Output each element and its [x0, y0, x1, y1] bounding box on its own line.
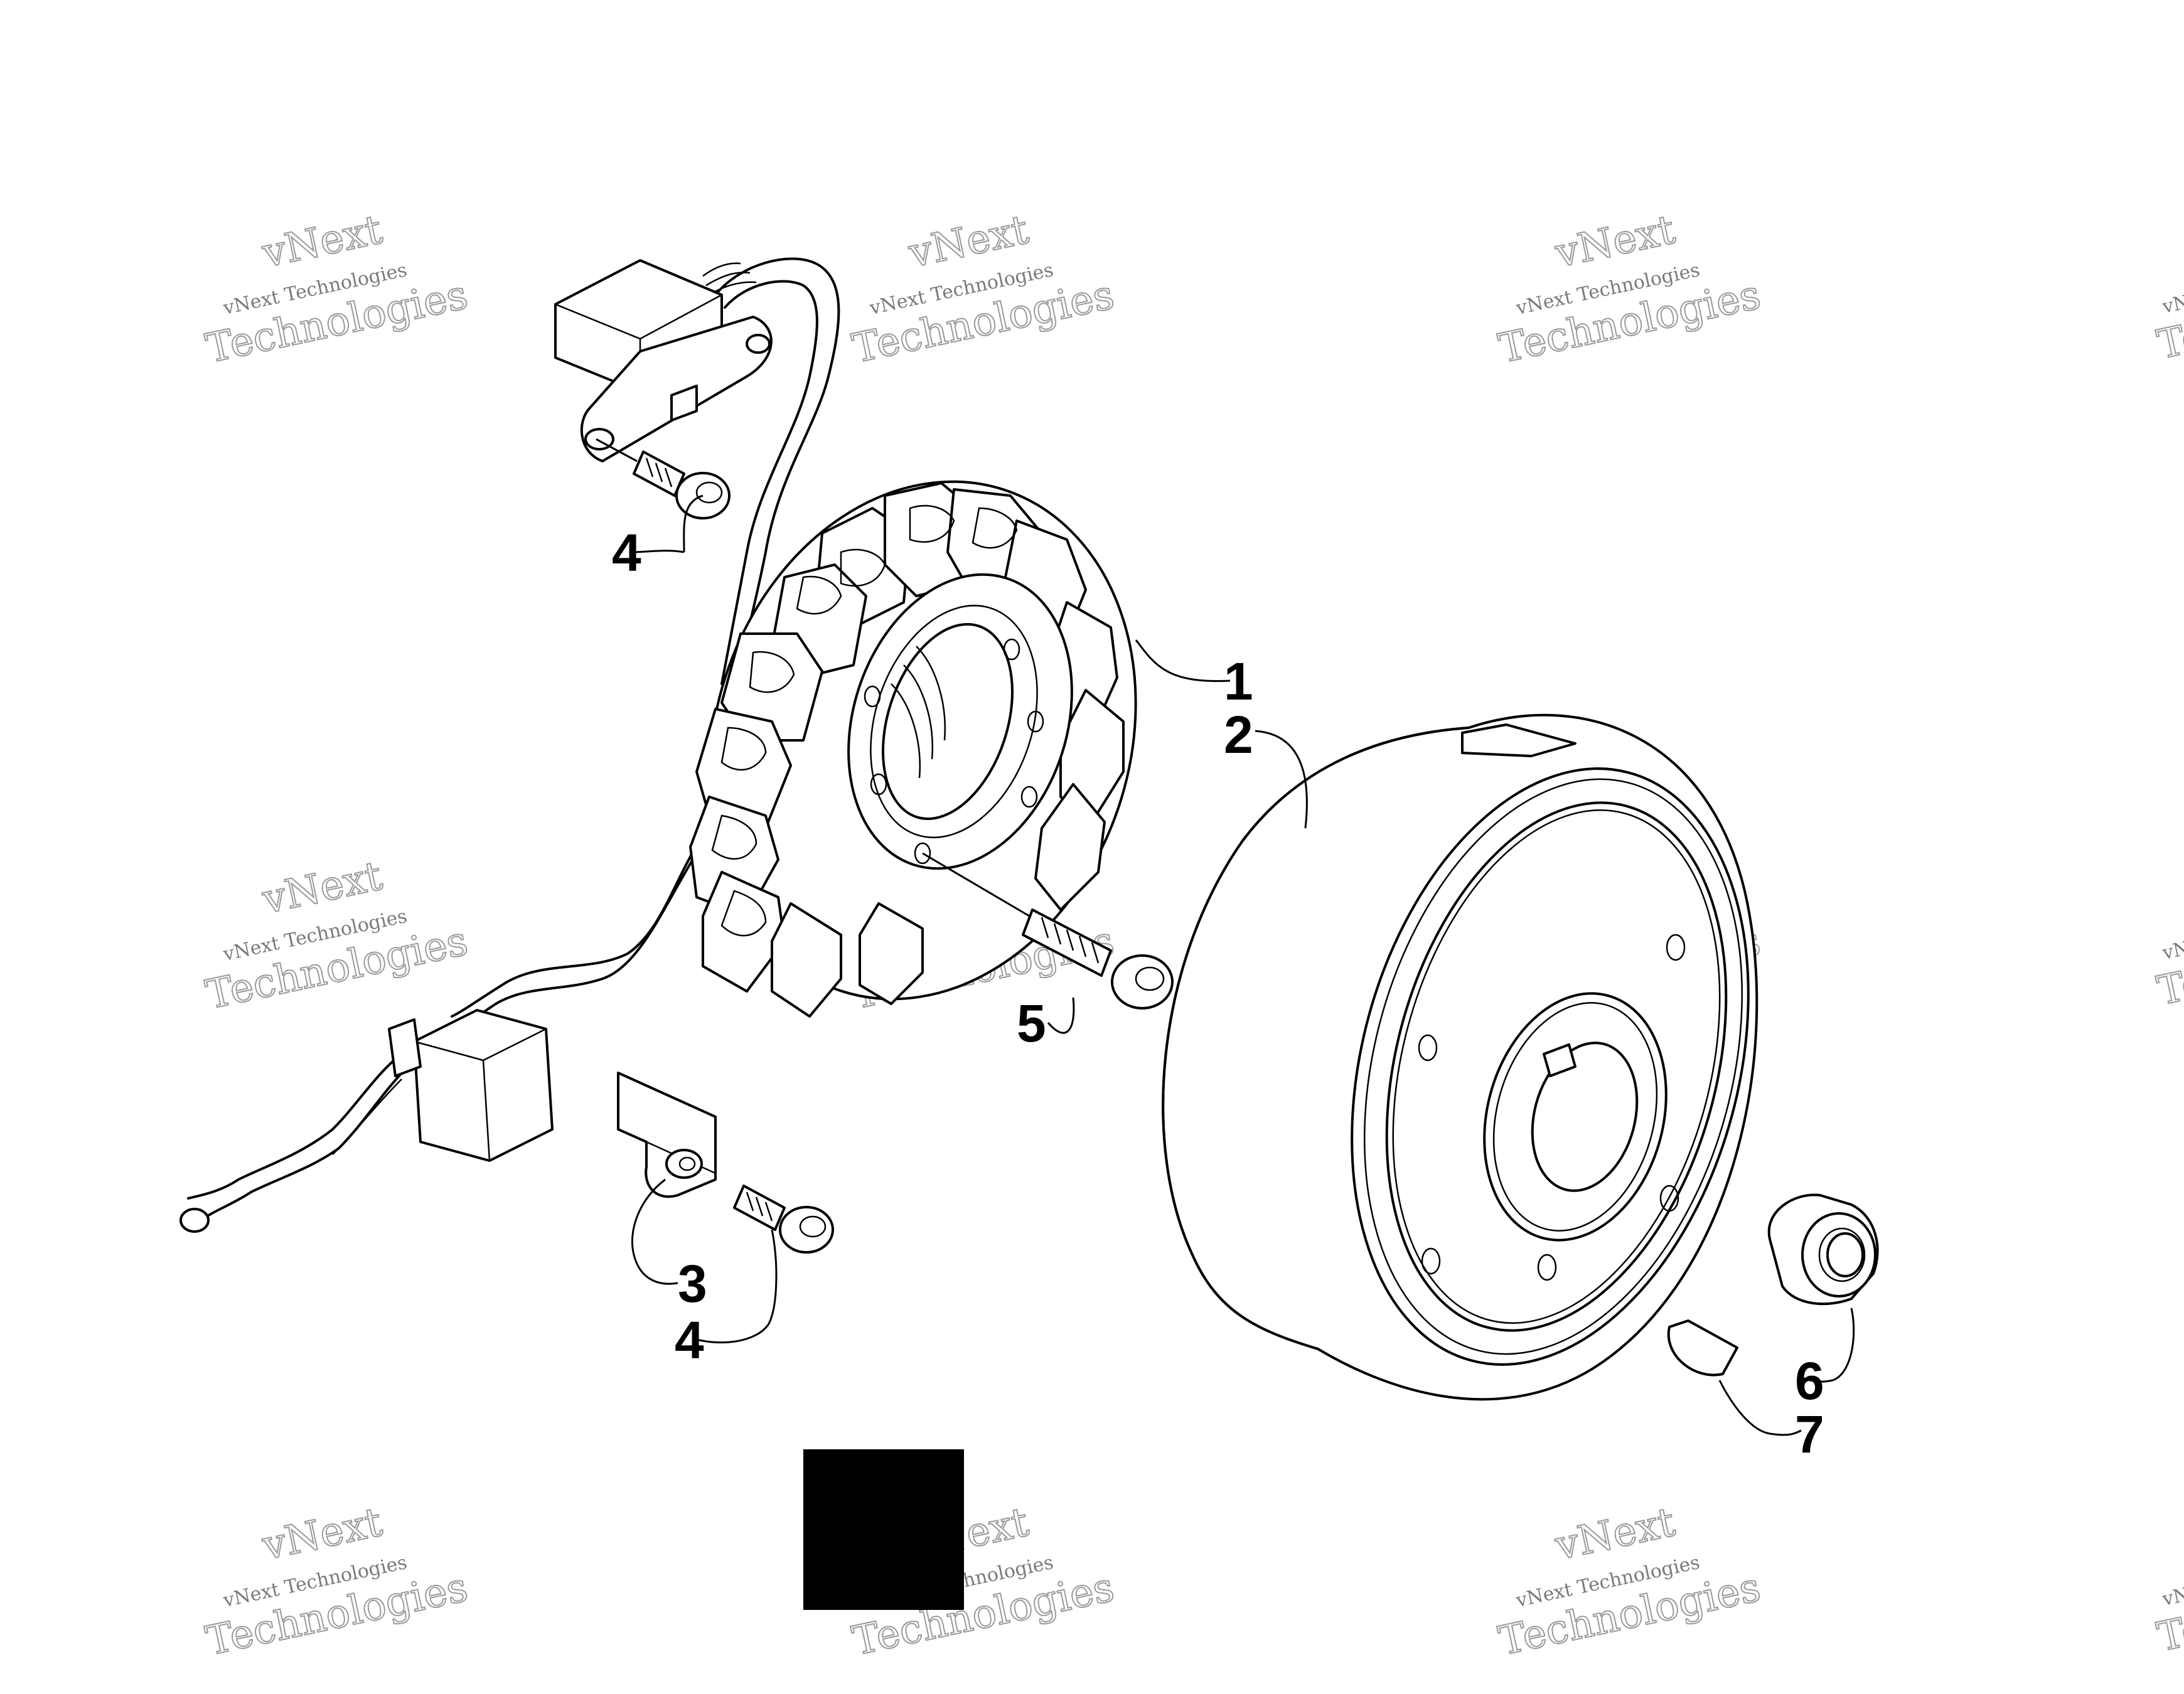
callout-7: 7 [1795, 1405, 1824, 1464]
callout-5: 5 [1017, 994, 1046, 1053]
flywheel [1162, 713, 1758, 1401]
callout-1: 1 [1224, 652, 1253, 711]
pickup-connector [554, 259, 773, 462]
stator-connector [388, 1009, 554, 1162]
key-7 [1667, 1319, 1738, 1377]
callout-4-top: 4 [612, 523, 641, 582]
svg-text:vNext Technologies: vNext Technologies [2160, 1550, 2184, 1611]
watermark: vNext Technologies Technologies [2153, 258, 2184, 370]
svg-text:vNext Technologies: vNext Technologies [2160, 258, 2184, 318]
watermark: vNext vNext Technologies Technologies [848, 206, 1119, 373]
callout-6: 6 [1795, 1351, 1824, 1410]
nut-6 [1767, 1193, 1879, 1306]
pole-slots [711, 504, 1018, 937]
screw-4-bottom [733, 1185, 834, 1254]
watermark: vNext vNext Technologies Technologies [1494, 206, 1765, 373]
watermark: vNext Technologies Technologies [2153, 1550, 2184, 1662]
bracket-3 [617, 1072, 717, 1198]
callouts: 1 2 3 4 4 5 6 7 [612, 523, 1824, 1464]
watermark-group: vNext vNext Technologies Technologies vN… [201, 206, 2184, 1665]
svg-text:Technologies: Technologies [2153, 268, 2184, 368]
svg-text:Technologies: Technologies [2153, 914, 2184, 1015]
svg-text:vNext Technologies: vNext Technologies [2160, 904, 2184, 964]
callout-4-bottom: 4 [675, 1311, 704, 1370]
screw-5 [922, 852, 1174, 1009]
watermark: vNext Technologies Technologies [2153, 904, 2184, 1016]
wire-harness [179, 257, 840, 1233]
stator [689, 480, 1137, 1018]
callout-2: 2 [1224, 705, 1253, 764]
callout-3: 3 [678, 1254, 707, 1313]
watermark: vNext vNext Technologies Technologies [201, 852, 473, 1019]
svg-text:Technologies: Technologies [2153, 1560, 2184, 1661]
watermark: vNext vNext Technologies Technologies [1494, 1498, 1765, 1665]
leader-lines [631, 494, 1855, 1436]
watermark: vNext vNext Technologies Technologies [201, 206, 473, 373]
watermark: vNext vNext Technologies Technologies [201, 1498, 473, 1665]
black-block [803, 1449, 964, 1610]
